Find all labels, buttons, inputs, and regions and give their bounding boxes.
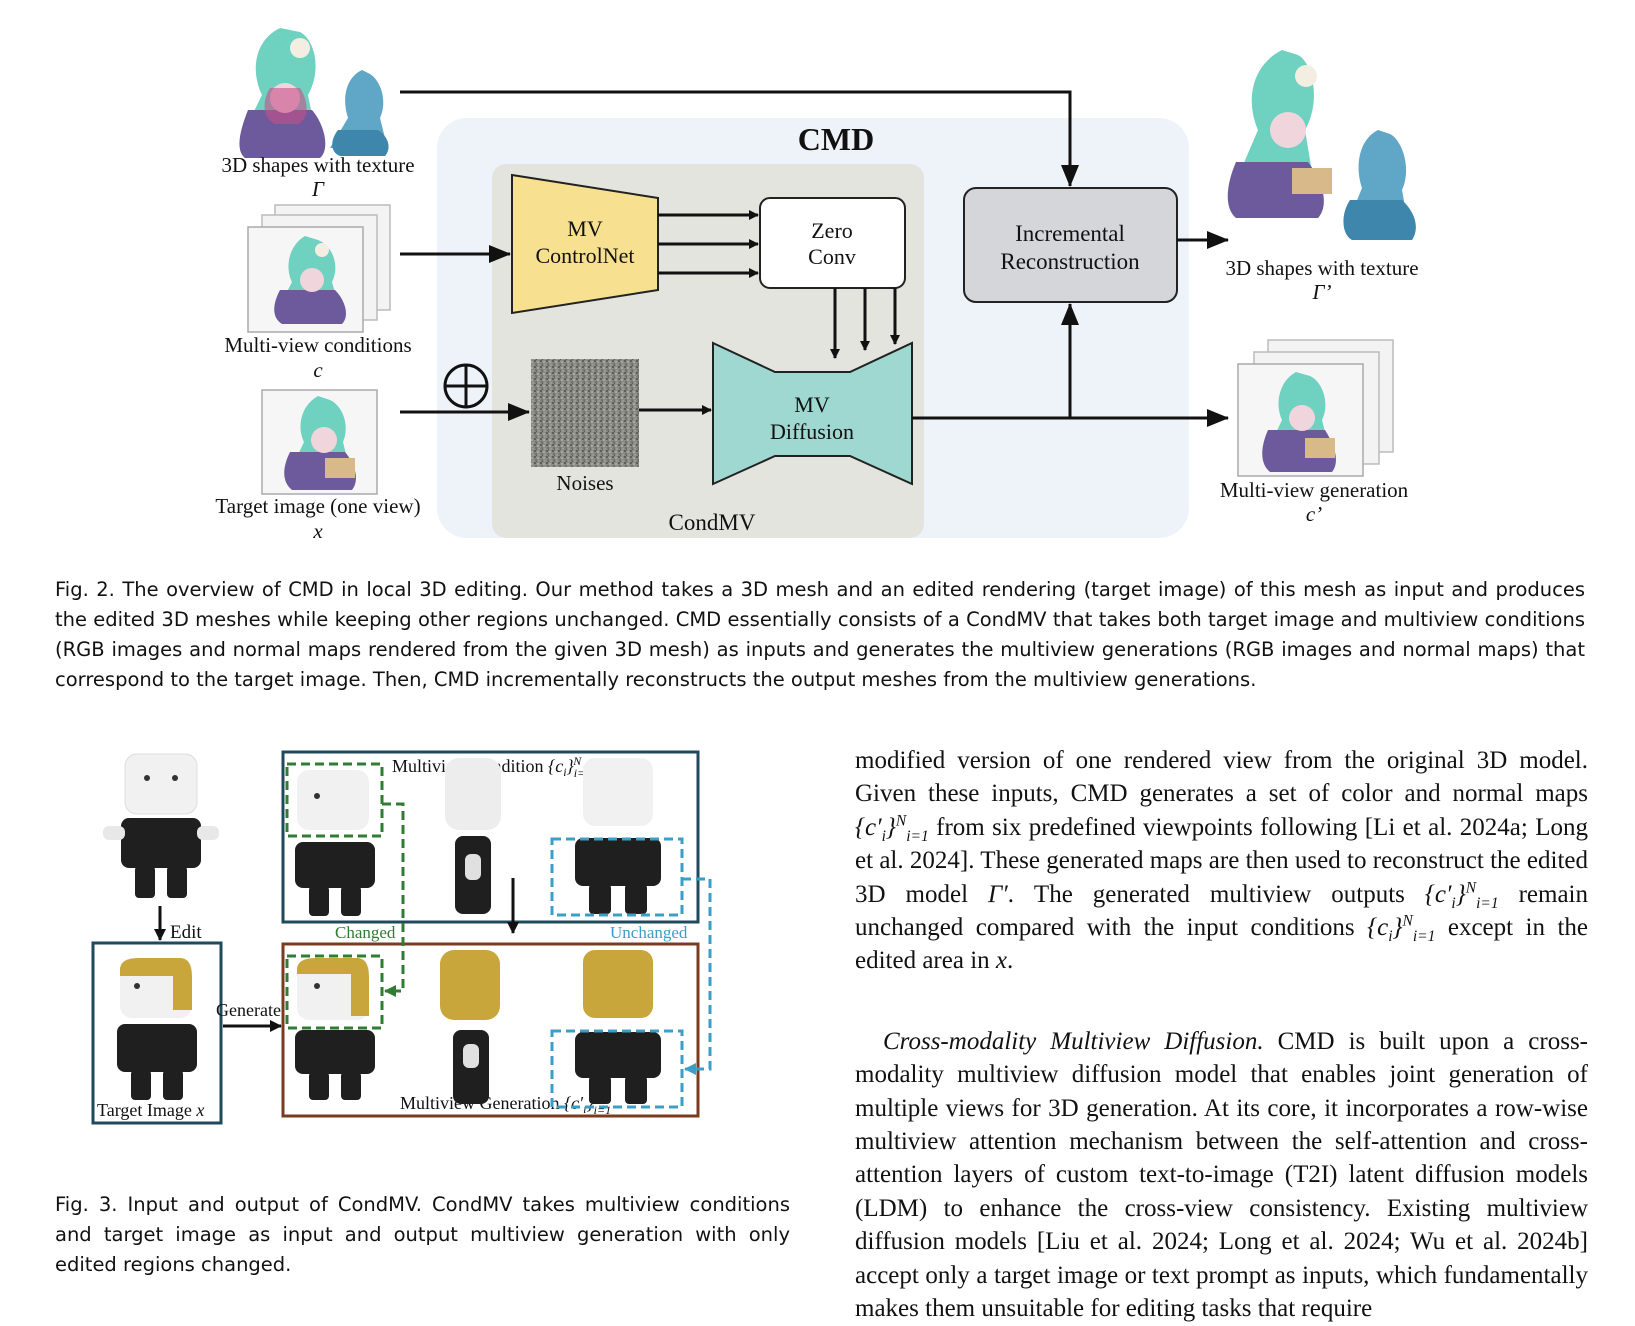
paragraph-heading: Cross-modality Multiview Diffusion. [883,1027,1264,1055]
body-text: modified version of one rendered view fr… [855,744,1588,1326]
cmd-title: CMD [798,121,874,157]
fig2-caption: Fig. 2. The overview of CMD in local 3D … [55,575,1585,695]
output-shapes-label: 3D shapes with texture [1225,256,1418,280]
input-shapes-label: 3D shapes with texture [221,153,414,177]
fig3-diagram: Edit Target Image x Generate Multiview C… [91,750,712,1125]
fig2-diagram: CMD CondMV MV ControlNet Zero Conv MV Di… [215,28,1419,543]
output-generation-image [1237,339,1394,477]
condition-view-3 [575,758,661,914]
input-conditions-image [247,204,391,333]
controlnet-label-2: ControlNet [536,243,635,268]
generation-label: Multiview Generation {c′i}i=1N [400,1091,611,1117]
input-3d-shapes-image [239,28,389,158]
zeroconv-label-1: Zero [811,218,853,243]
input-shapes-symbol: Γ [311,177,325,201]
generation-view-2 [440,950,500,1104]
mv-controlnet-block [511,173,659,315]
mv-diffusion-shape [712,341,913,486]
input-conditions-symbol: c [313,358,323,382]
output-3d-shapes-image [1227,50,1416,240]
condition-view-1 [295,770,375,916]
input-target-label: Target image (one view) [215,494,420,518]
body-paragraph-2: Cross-modality Multiview Diffusion. CMD … [855,1027,1588,1323]
incremental-label-1: Incremental [1015,221,1125,246]
incremental-label-2: Reconstruction [1000,249,1140,274]
generation-view-3 [575,950,661,1104]
fig3-caption-text: Fig. 3. Input and output of CondMV. Cond… [55,1193,790,1276]
output-generation-symbol: c’ [1306,502,1322,526]
unchanged-label: Unchanged [610,923,688,942]
generation-view-1 [295,958,375,1100]
target-character-image [117,958,197,1100]
multiview-condition-frame [281,750,700,924]
source-character-image [103,753,219,898]
noises-image [531,359,639,467]
multiview-generation-frame [281,942,700,1118]
input-target-symbol: x [312,519,323,543]
incremental-reconstruction-block [963,187,1178,303]
body-paragraph-1: modified version of one rendered view fr… [855,747,1588,975]
edit-label: Edit [170,922,202,943]
changed-label: Changed [335,923,396,942]
condition-view-2 [445,758,501,914]
input-target-image [261,389,378,495]
condmv-label: CondMV [669,510,756,535]
zeroconv-label-2: Conv [808,244,856,269]
diffusion-label-1: MV [794,392,830,417]
input-conditions-label: Multi-view conditions [224,333,411,357]
target-image-label: Target Image x [97,1100,204,1120]
generate-label: Generate [216,1000,281,1020]
output-shapes-symbol: Γ’ [1312,280,1332,304]
fig3-caption: Fig. 3. Input and output of CondMV. Cond… [55,1190,790,1280]
controlnet-label-1: MV [567,216,603,241]
zero-conv-block [759,197,906,289]
circled-plus-icon [443,363,489,409]
diffusion-label-2: Diffusion [770,419,854,444]
fig2-caption-text: Fig. 2. The overview of CMD in local 3D … [55,578,1585,691]
noises-label: Noises [556,471,613,495]
output-generation-label: Multi-view generation [1220,478,1409,502]
